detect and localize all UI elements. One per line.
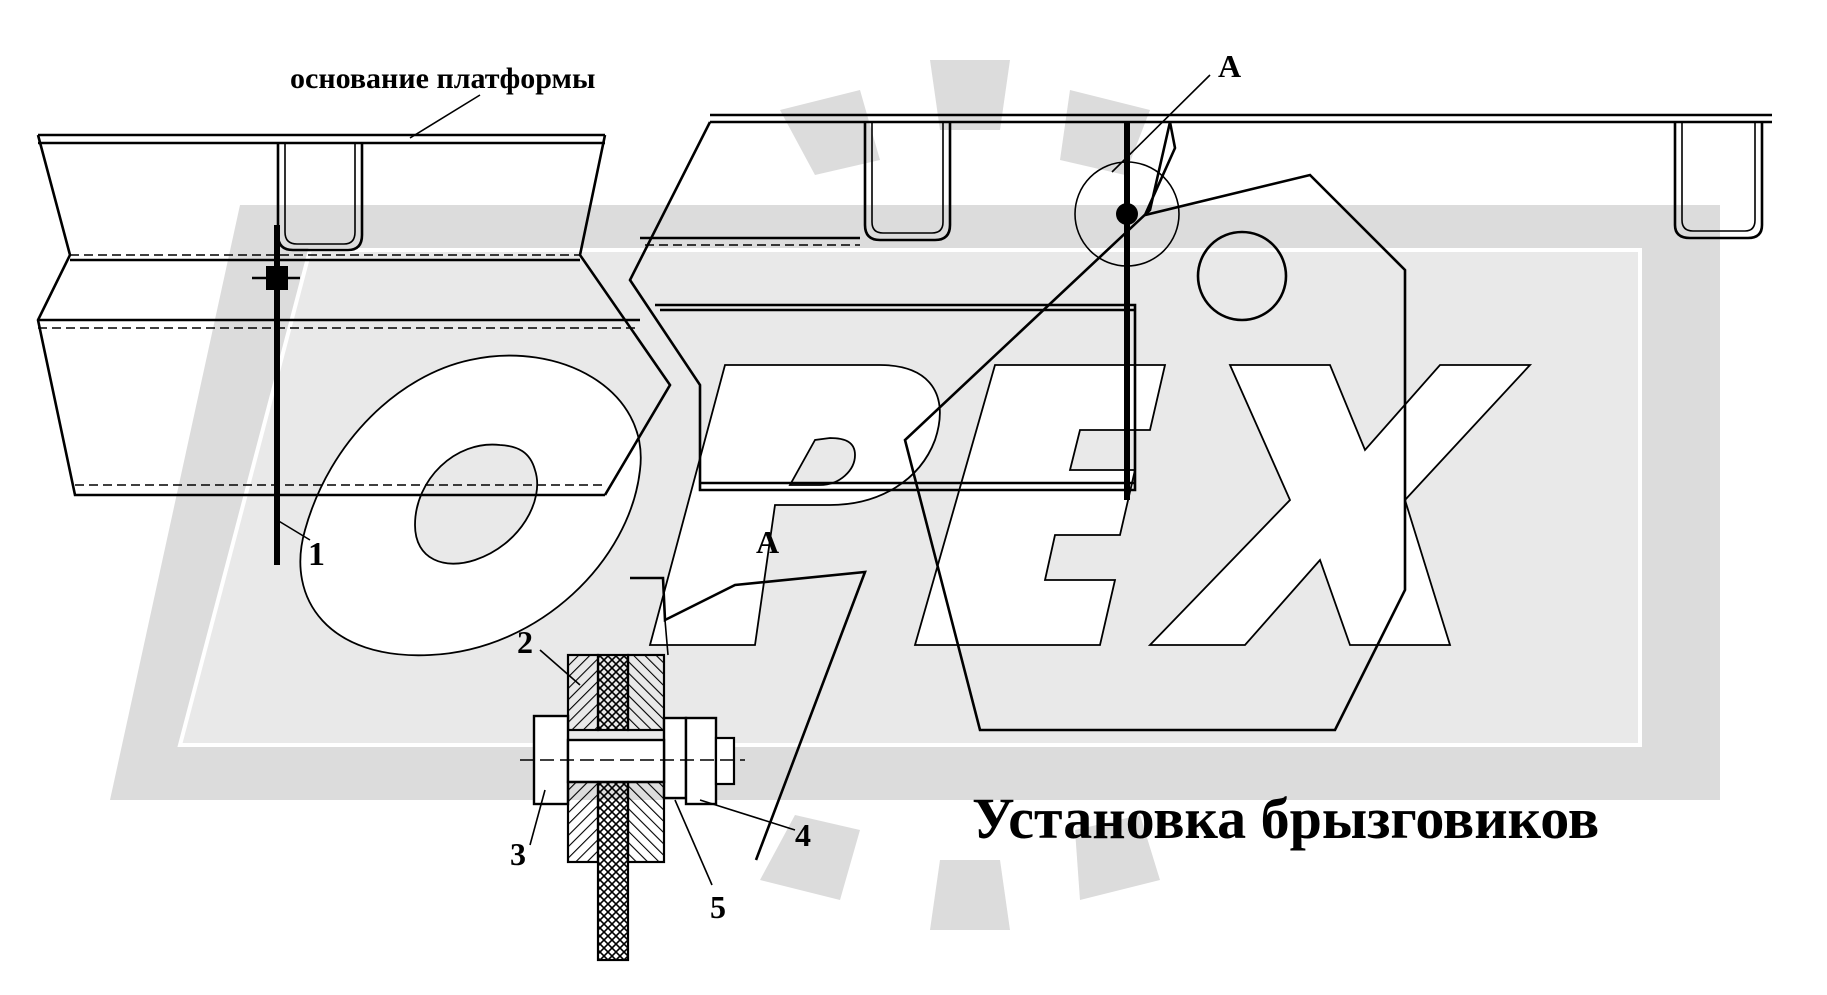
- callout-2: 2: [517, 624, 533, 660]
- right-fender-outline: [628, 121, 1137, 492]
- mudflap-section: [596, 780, 630, 962]
- clamp-block-right-top: [626, 653, 666, 732]
- clamp-block-right-bottom: [626, 780, 666, 864]
- right-mudflap-plate: [903, 121, 1407, 732]
- clamp-block-left-top: [566, 653, 600, 732]
- washer: [662, 716, 688, 800]
- right-bracket-2: [1673, 122, 1764, 240]
- platform-base-label: основание платформы: [290, 62, 595, 95]
- clamp-block-left-bottom: [566, 780, 600, 864]
- detail-a-plate-outline: [630, 570, 867, 861]
- callout-3: 3: [510, 836, 526, 872]
- detail-a-label: А: [756, 524, 779, 560]
- view-marker-a: А: [1218, 48, 1241, 84]
- platform-label-leader: [409, 94, 481, 139]
- watermark-letters: [299, 354, 1533, 657]
- callout-1: 1: [308, 536, 325, 573]
- callout-5: 5: [710, 889, 726, 925]
- left-fastener-nut: [266, 266, 288, 290]
- detail-a-circle: [1074, 161, 1180, 267]
- nut: [684, 716, 718, 806]
- mudflap-section-top: [596, 653, 630, 732]
- callout-4: 4: [795, 817, 811, 853]
- mudflap-hole: [1196, 230, 1288, 322]
- detail-a-section: А 2 3 4 5: [510, 524, 867, 962]
- right-fastener-nut: [1116, 203, 1138, 225]
- watermark-logo: [110, 60, 1720, 930]
- diagram-title: Установка брызговиков: [972, 786, 1599, 851]
- right-mudflap-view: А: [628, 48, 1772, 732]
- right-bracket-1: [863, 122, 952, 242]
- bolt-shank: [566, 738, 666, 784]
- left-mudflap-view: 1: [36, 133, 672, 573]
